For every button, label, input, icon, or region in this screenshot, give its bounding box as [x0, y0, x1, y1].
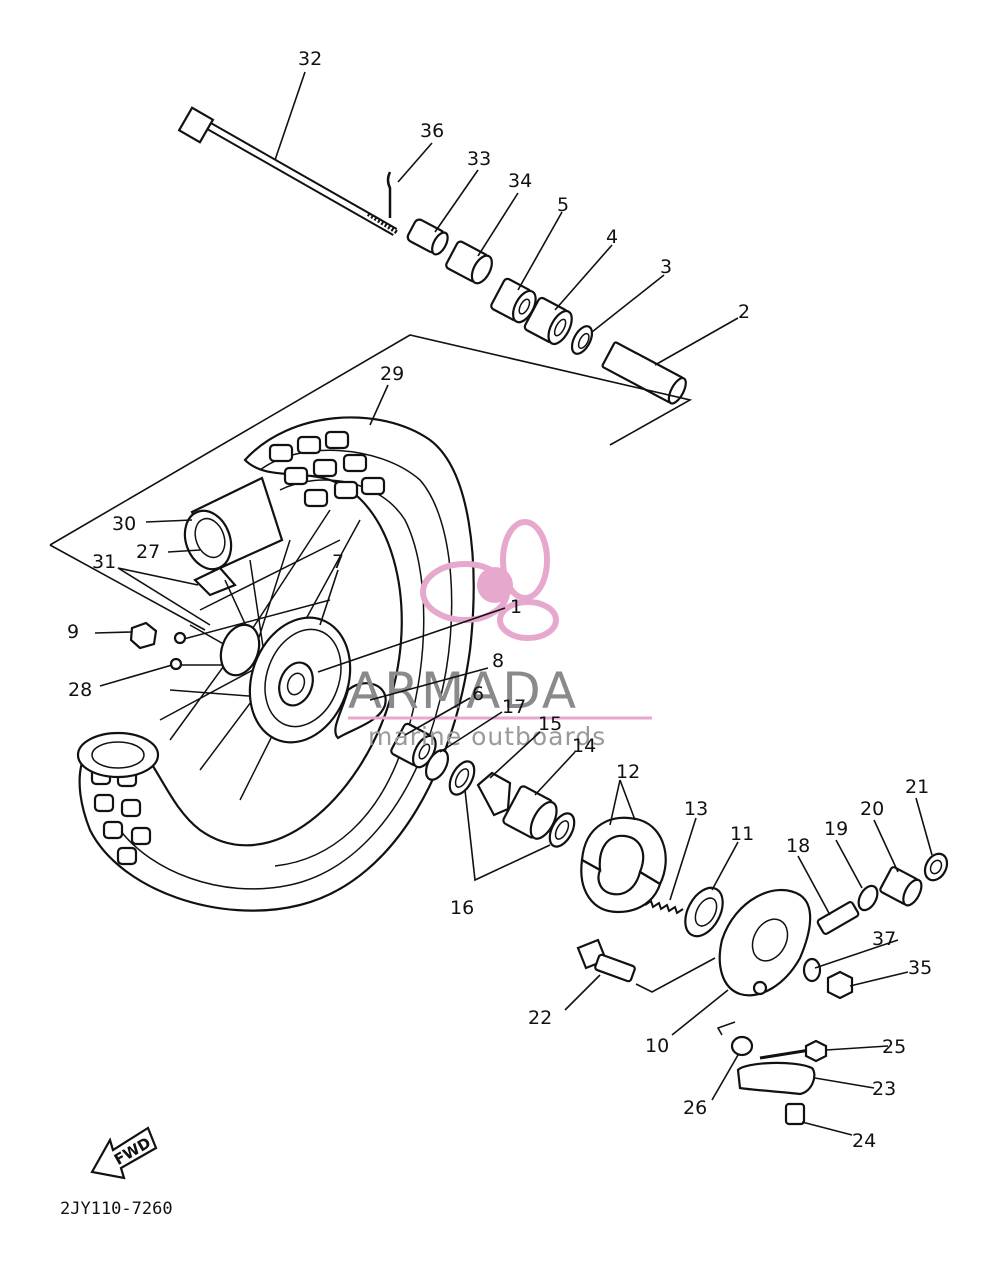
callout-25: 25	[882, 1036, 906, 1058]
callout-27: 27	[136, 541, 160, 563]
callout-numbers: 32 36 33 34 5 4 3 2 29 30 27 31 7 9 1 8 …	[67, 48, 932, 1152]
callout-18: 18	[786, 835, 810, 857]
callout-37: 37	[872, 928, 896, 950]
callout-7: 7	[332, 551, 344, 573]
callout-4: 4	[606, 226, 618, 248]
leader-lines	[94, 71, 933, 1136]
callout-13: 13	[684, 798, 708, 820]
callout-12: 12	[616, 761, 640, 783]
callout-19: 19	[824, 818, 848, 840]
callout-9: 9	[67, 621, 79, 643]
callout-28: 28	[68, 679, 92, 701]
callout-35: 35	[908, 957, 932, 979]
callout-6: 6	[472, 683, 484, 705]
callout-20: 20	[860, 798, 884, 820]
callout-30: 30	[112, 513, 136, 535]
callout-26: 26	[683, 1097, 707, 1119]
fwd-direction-arrow: FWD	[90, 1126, 158, 1180]
callout-17: 17	[502, 696, 526, 718]
watermark-tagline: marine outboards	[368, 722, 606, 751]
callout-32: 32	[298, 48, 322, 70]
callout-22: 22	[528, 1007, 552, 1029]
callout-34: 34	[508, 170, 532, 192]
inner-tube-30	[183, 476, 284, 571]
callout-8: 8	[492, 650, 504, 672]
callout-15: 15	[538, 713, 562, 735]
callout-11: 11	[730, 823, 754, 845]
callout-16: 16	[450, 897, 474, 919]
callout-31: 31	[92, 551, 116, 573]
tread-knobs-top	[268, 430, 386, 508]
diagram-code: 2JY110-7260	[60, 1199, 173, 1219]
callout-24: 24	[852, 1130, 876, 1152]
callout-1: 1	[510, 596, 522, 618]
callout-2: 2	[738, 301, 750, 323]
brake-assembly	[334, 682, 949, 1126]
callout-33: 33	[467, 148, 491, 170]
callout-21: 21	[905, 776, 929, 798]
wheel-assembly	[49, 334, 693, 912]
callout-36: 36	[420, 120, 444, 142]
callout-10: 10	[645, 1035, 669, 1057]
callout-5: 5	[557, 194, 569, 216]
watermark-brand: ARMADA	[348, 662, 578, 720]
callout-14: 14	[572, 735, 596, 757]
callout-23: 23	[872, 1078, 896, 1100]
watermark-logo: ARMADA marine outboards	[348, 519, 652, 751]
callout-3: 3	[660, 256, 672, 278]
axle-assembly	[177, 106, 687, 405]
callout-29: 29	[380, 363, 404, 385]
